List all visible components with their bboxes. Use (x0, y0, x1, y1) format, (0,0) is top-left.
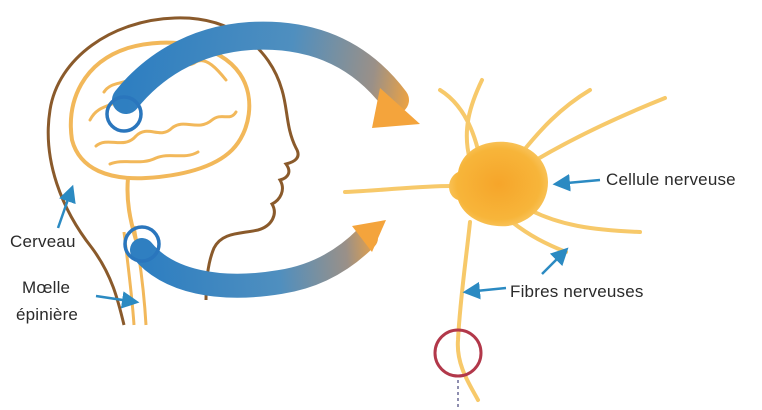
label-moelle-line1: Mœlle (22, 278, 70, 298)
label-fibres-nerveuses: Fibres nerveuses (510, 282, 644, 302)
label-moelle-line2: épinière (16, 305, 78, 325)
label-cerveau: Cerveau (10, 232, 76, 252)
arrow-spinal-to-neuron (142, 220, 386, 286)
cell-body (449, 142, 548, 227)
pointer-cellule-icon (556, 180, 600, 184)
label-cellule-nerveuse: Cellule nerveuse (606, 170, 736, 190)
nerve-cell (345, 80, 665, 410)
pointer-fibres-axon-icon (466, 288, 506, 292)
arrow-brain-to-neuron (126, 36, 420, 128)
pointer-fibres-dendrite-icon (542, 250, 566, 274)
